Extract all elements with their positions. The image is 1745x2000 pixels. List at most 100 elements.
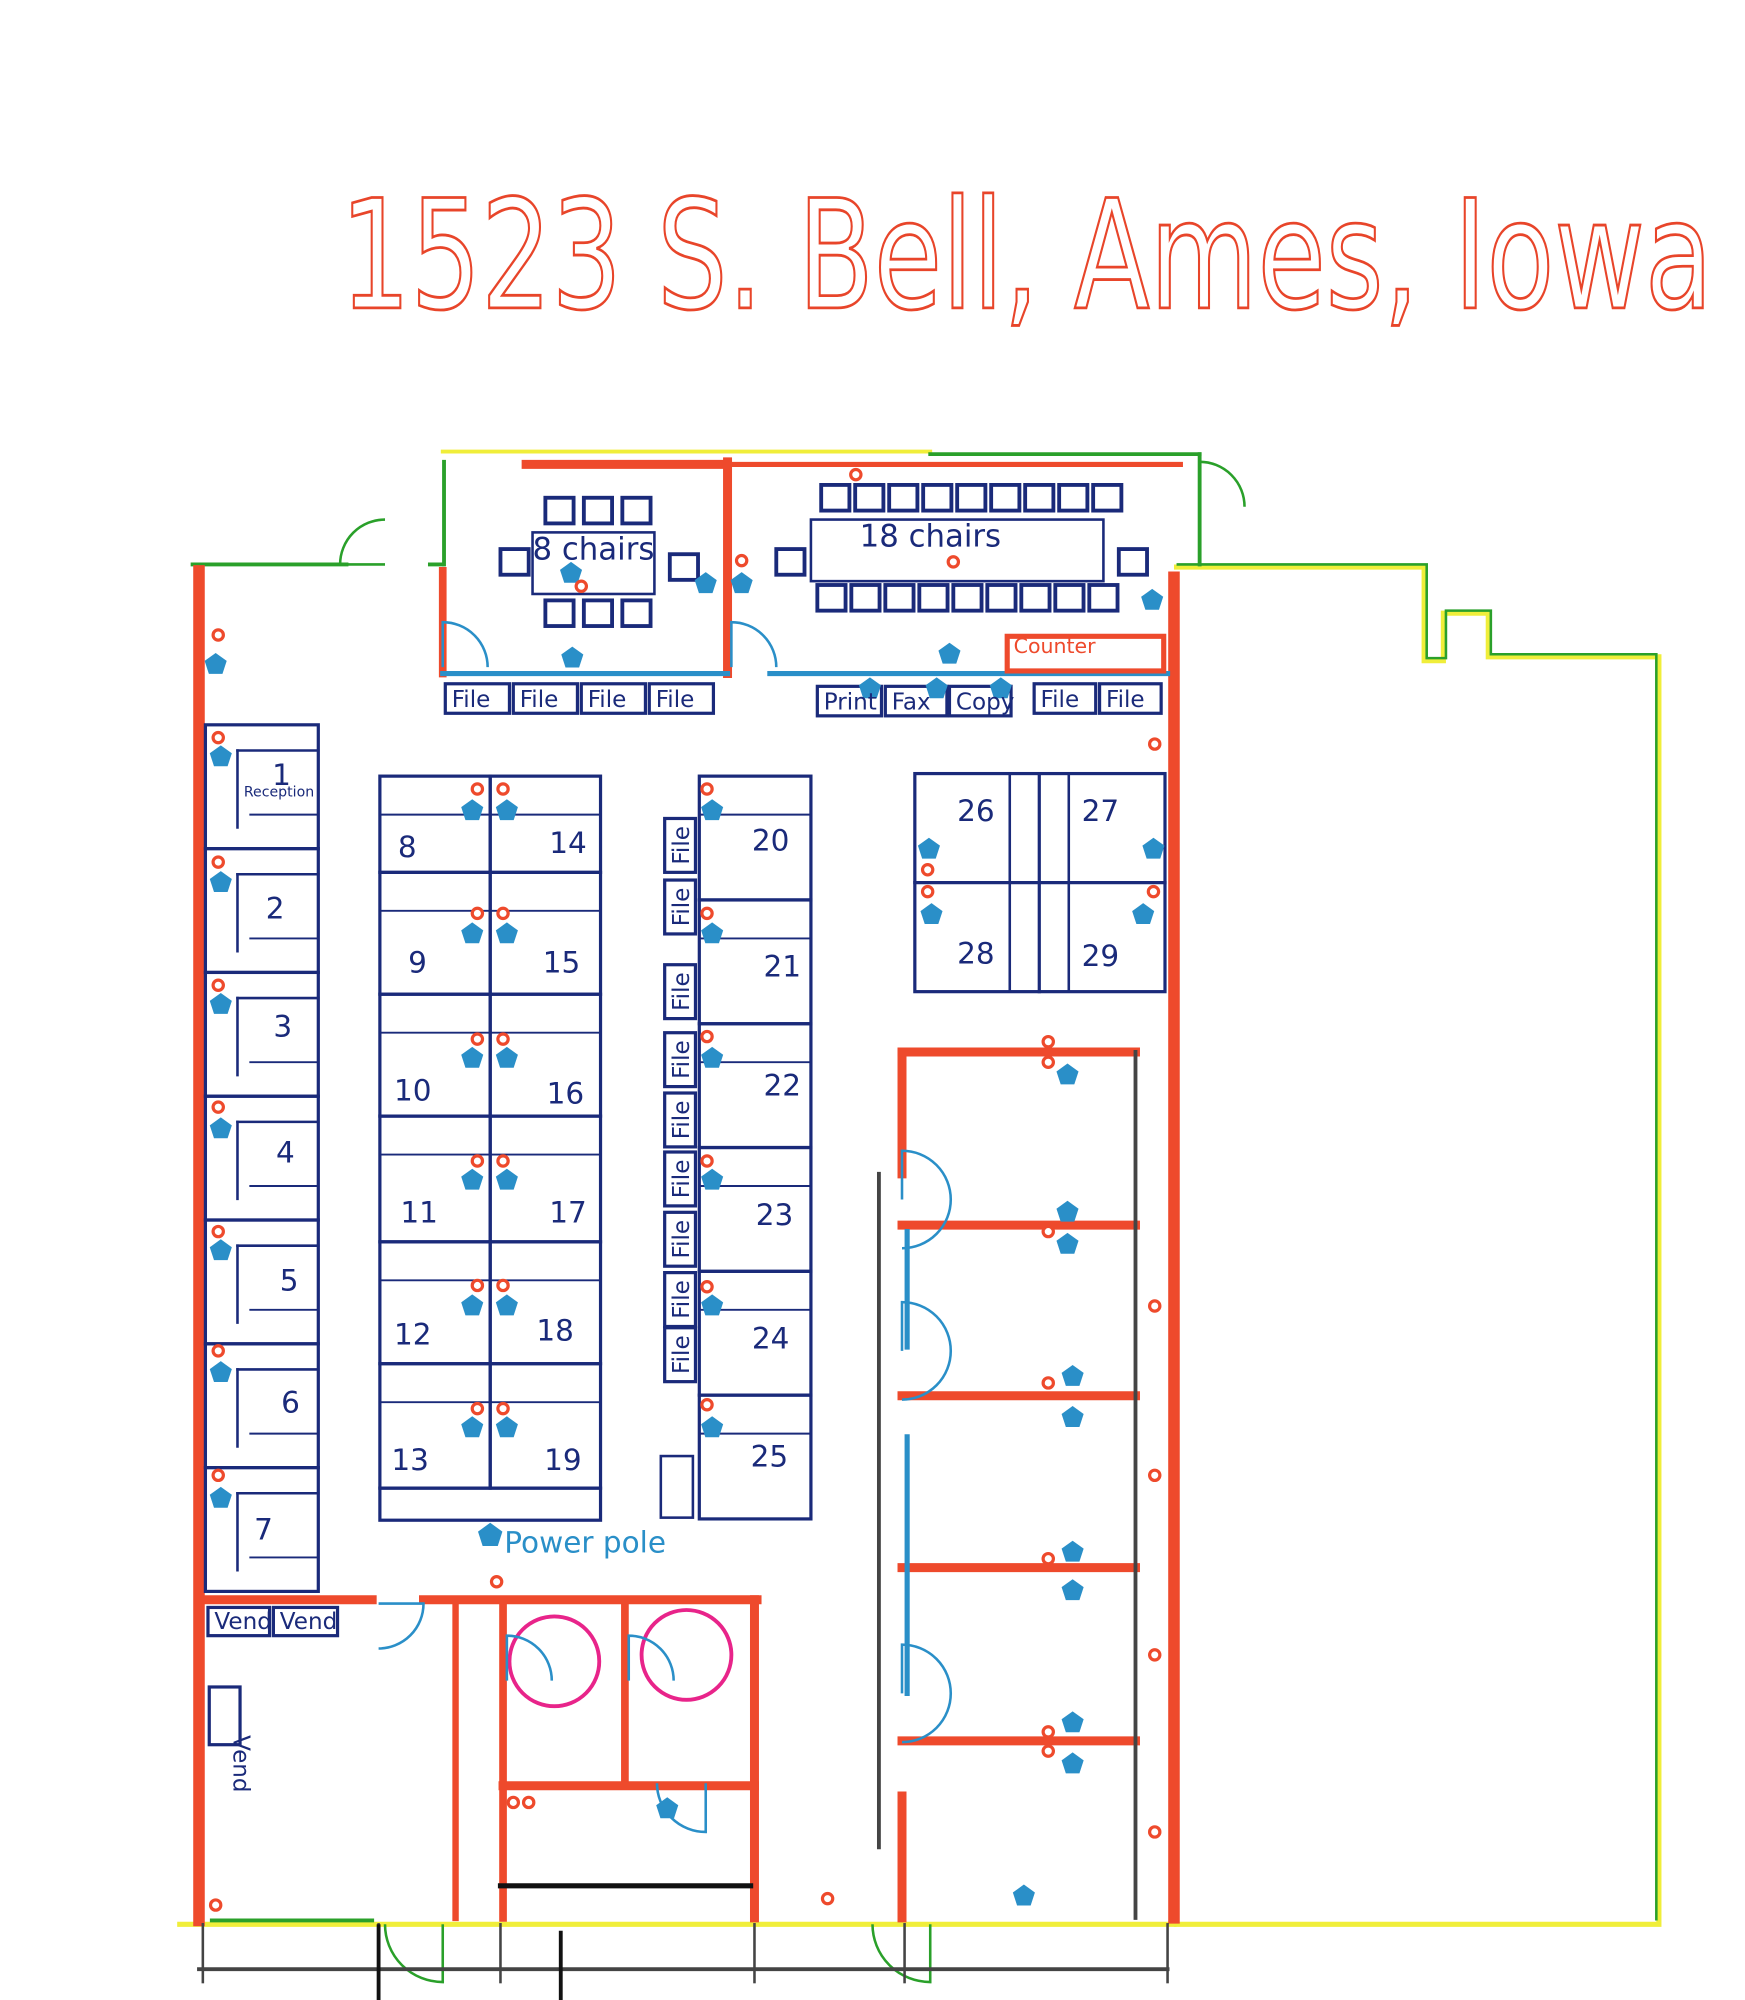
shared-desk [1008,772,1071,993]
chair [989,483,1022,513]
outlet-icon [470,1154,485,1168]
file-cabinet [663,816,698,874]
chair [774,547,807,577]
door-swing [900,1300,952,1401]
power-pole-icon [478,1522,503,1546]
data-jack-icon [209,992,232,1014]
data-jack-icon [209,745,232,767]
cubicle-number-21: 21 [763,949,801,983]
data-jack-icon [938,642,961,664]
outlet-icon [1147,1299,1162,1313]
cubicle-number-1: 1 [272,758,291,792]
outlet-icon [211,628,225,642]
outlet-icon [211,978,225,992]
chair [985,583,1018,613]
outlet-icon [1147,1648,1162,1662]
outlet-icon [211,1100,225,1114]
outlet-icon [521,1795,536,1810]
door-swing [900,1149,952,1250]
chair [1087,583,1120,613]
chair [815,583,848,613]
vending-machine [271,1605,340,1638]
data-jack-icon [920,903,943,925]
counter [1004,633,1167,674]
cubicle-number-27: 27 [1082,794,1120,828]
conference-table [809,518,1105,583]
file-cabinet [511,682,580,715]
cubicle-number-5: 5 [280,1264,299,1298]
outlet-icon [1041,1224,1055,1239]
restroom-turning-circle [507,1614,602,1709]
data-jack-icon [461,922,484,944]
outlet-icon [1041,1725,1055,1739]
chair [1091,483,1124,513]
chair [667,552,700,582]
outlet-icon [700,1029,714,1044]
file-cabinet [663,1031,698,1089]
restroom-turning-circle [639,1608,734,1702]
cubicle-number-23: 23 [756,1198,794,1232]
data-jack-icon [701,799,724,821]
copier [947,684,1013,718]
cubicle-number-3: 3 [273,1010,292,1044]
data-jack-icon [209,1239,232,1261]
file-cabinet-label: File [669,826,695,865]
door-swing [441,620,489,668]
chair [581,598,615,628]
cubicle-number-24: 24 [752,1321,790,1355]
copier-label: Copy [956,689,1015,715]
vending-machine-label: Vend [228,1735,254,1792]
chair [1057,483,1090,513]
entry-door [1198,460,1246,507]
counter-label: Counter [1014,634,1097,658]
annex-outline [1173,564,1662,1927]
outlet-icon [820,1891,835,1906]
file-cabinet [663,1210,698,1268]
cubicle-number-8: 8 [398,830,417,864]
small-conference-label: 8 chairs [533,531,655,567]
data-jack-icon [209,1361,232,1383]
chair [853,483,886,513]
outlet-icon [470,906,485,921]
cubicle-number-20: 20 [752,824,790,858]
printer-label: Print [824,689,877,715]
file-cabinet [659,1454,695,1519]
file-cabinet-label: File [520,687,559,713]
file-cabinet [663,878,698,936]
chair [921,483,954,513]
data-jack-icon [204,652,227,674]
cubicle-number-17: 17 [549,1196,587,1230]
data-jack-icon [1142,837,1165,859]
data-jack-icon [495,1294,518,1316]
chair [1019,583,1052,613]
file-cabinet-label: File [669,1160,695,1199]
cubicle-number-13: 13 [391,1443,429,1477]
cubicle [697,1393,813,1521]
data-jack-icon [209,1117,232,1139]
chair [1116,547,1149,577]
outlet-icon [496,1401,510,1416]
outlets-and-jacks [204,467,1165,1912]
outlet-icon [734,553,749,568]
fax-machine [883,684,949,718]
data-jack-icon [730,572,753,594]
file-cabinet [1032,682,1098,715]
door-swing [655,1783,708,1834]
chair [887,483,920,513]
outlet-icon [1147,737,1162,751]
patio-outline [376,1924,563,2000]
outlet-icon [211,1224,225,1239]
door-swing [627,1634,675,1681]
file-cabinet-label: File [669,888,695,927]
entry-door [871,1924,932,1984]
page-title: 1523 S. Bell, Ames, Iowa [340,167,1713,344]
vending-machine [207,1685,242,1747]
file-cabinet-label: File [588,687,627,713]
vending-machine-label: Vend [214,1609,271,1635]
data-jack-icon [694,572,717,594]
data-jack-icon [656,1797,679,1819]
file-cabinet-label: File [669,1040,695,1079]
file-cabinet [443,682,512,715]
outlet-icon [211,730,225,745]
